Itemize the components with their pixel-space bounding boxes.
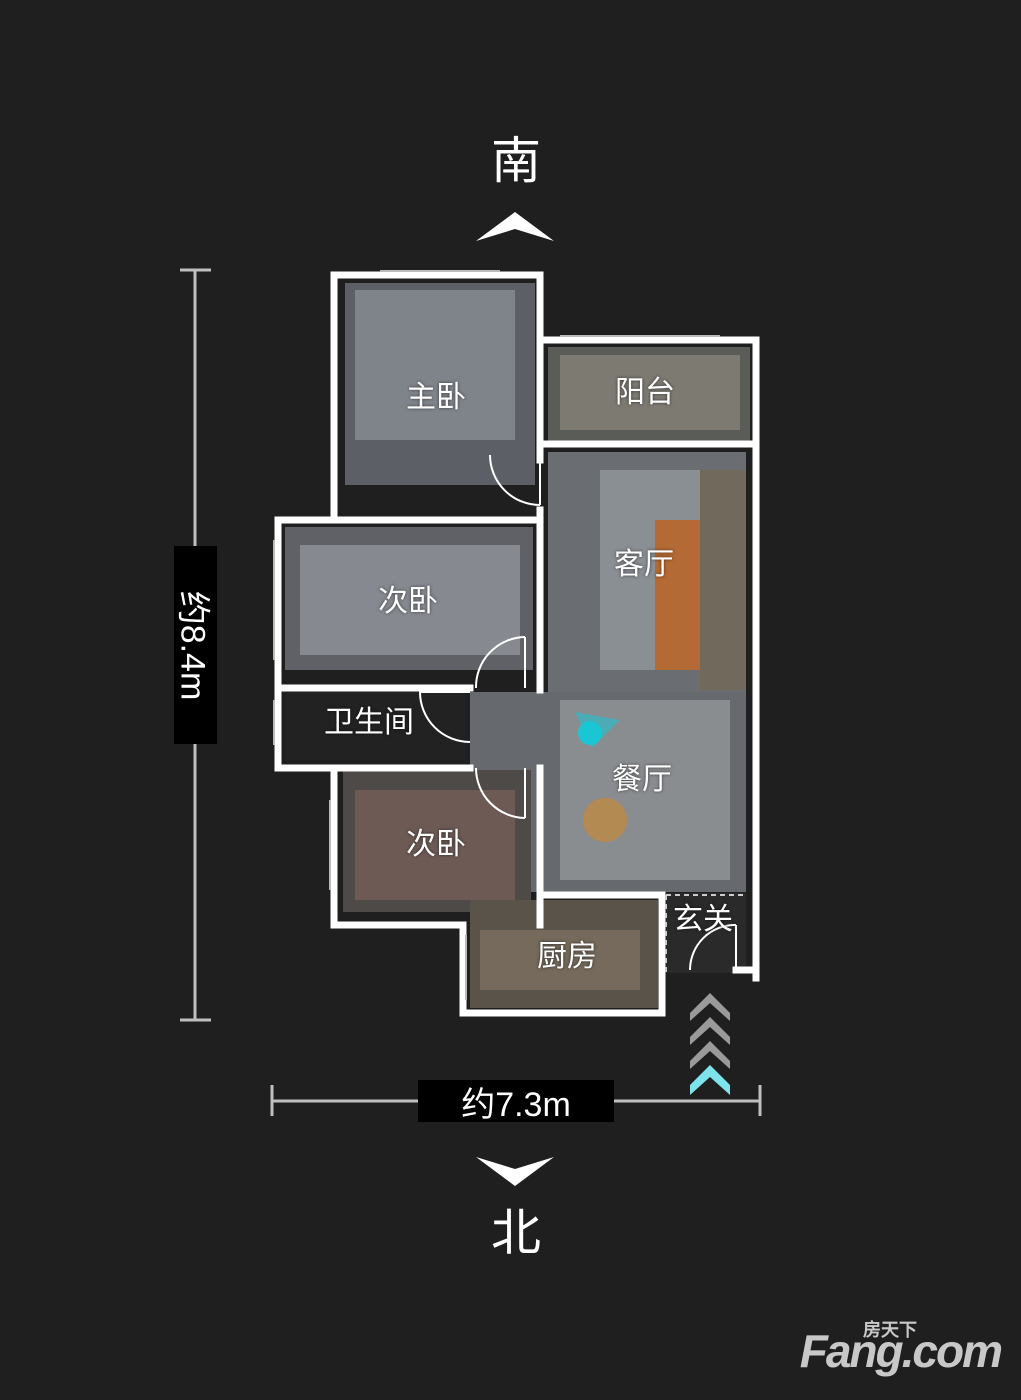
entrance-fill: [666, 893, 746, 973]
room-label-master-bedroom: 主卧: [406, 380, 466, 415]
room-label-dining-room: 餐厅: [612, 762, 672, 797]
north-arrow-icon: [476, 1157, 554, 1186]
width-dimension-label: 约7.3m: [418, 1080, 614, 1124]
watermark-sub: 房天下: [863, 1320, 917, 1341]
bathroom-door: [418, 691, 471, 743]
room-label-living-room: 客厅: [614, 547, 674, 582]
entrance-door: [689, 923, 737, 971]
room-label-kitchen: 厨房: [537, 939, 597, 974]
room-label-entrance: 玄关: [673, 902, 733, 937]
south-label: 南: [491, 132, 541, 190]
room-label-second-bedroom-1: 次卧: [378, 584, 438, 619]
second-bedroom-1-door: [474, 636, 526, 689]
master-bedroom-door: [489, 454, 541, 506]
watermark-logo: Fang.com: [799, 1325, 1003, 1377]
north-label: 北: [491, 1204, 541, 1262]
room-fills: [285, 283, 750, 1008]
room-label-bathroom: 卫生间: [324, 705, 414, 740]
depth-dimension-label: 约8.4m: [173, 546, 217, 744]
south-arrow-icon: [476, 212, 554, 241]
room-label-balcony: 阳台: [615, 375, 675, 410]
position-marker-icon: [575, 712, 620, 748]
walls: [274, 271, 760, 1017]
doors: [418, 454, 737, 971]
windows: [273, 270, 720, 1000]
room-label-second-bedroom-2: 次卧: [406, 827, 466, 862]
bathroom-fill: [285, 692, 465, 760]
second-bedroom-2-door: [475, 767, 526, 819]
entry-arrows-icon: [690, 993, 730, 1095]
depth-dimension-text: 约8.4m: [173, 590, 211, 700]
